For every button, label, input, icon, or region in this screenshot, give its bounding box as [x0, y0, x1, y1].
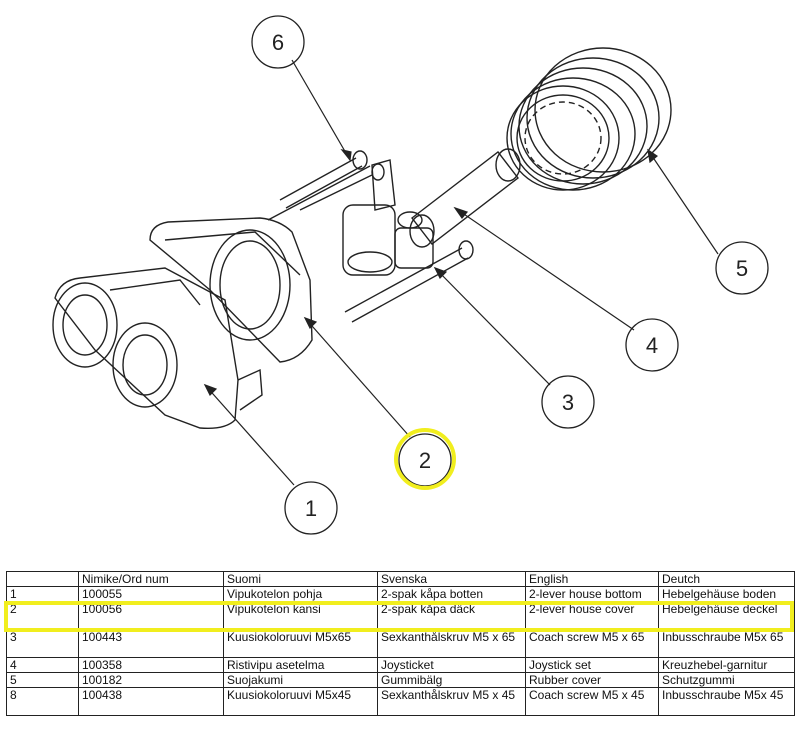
house-bottom-part: [52, 267, 263, 430]
table-row: 4 100358 Ristivipu asetelma Joysticket J…: [6, 657, 795, 673]
table-cell: Kuusiokoloruuvi M5x65: [223, 629, 378, 658]
callout-label-4: 4: [646, 333, 658, 358]
callout-label-6: 6: [272, 30, 284, 55]
table-header-row: Nimike/Ord num Suomi Svenska English Deu…: [6, 571, 795, 587]
table-cell: 4: [6, 657, 79, 673]
table-cell: Inbusschraube M5x 65: [658, 629, 795, 658]
header-suomi: Suomi: [223, 571, 378, 587]
row-2-highlight: [4, 601, 794, 632]
callout-5: [715, 241, 769, 295]
header-deutch: Deutch: [658, 571, 795, 587]
table-cell: Hebelgehäuse boden: [658, 586, 795, 602]
parts-table: Nimike/Ord num Suomi Svenska English Deu…: [6, 571, 795, 716]
table-cell: Suojakumi: [223, 672, 378, 688]
table-cell: 2-spak kåpa botten: [377, 586, 526, 602]
table-cell: Coach screw M5 x 65: [525, 629, 659, 658]
table-cell: Coach screw M5 x 45: [525, 687, 659, 716]
callout-2-highlight: [394, 428, 456, 490]
table-cell: 8: [6, 687, 79, 716]
table-cell: Joysticket: [377, 657, 526, 673]
leader-lines: [203, 59, 719, 486]
callouts: [251, 15, 769, 535]
table-cell: 5: [6, 672, 79, 688]
table-cell: Vipukotelon kansi: [223, 601, 378, 630]
table-row: 1 100055 Vipukotelon pohja 2-spak kåpa b…: [6, 586, 795, 602]
table-cell: Ristivipu asetelma: [223, 657, 378, 673]
header-pos: [6, 571, 79, 587]
screws: [267, 150, 474, 323]
table-cell: Rubber cover: [525, 672, 659, 688]
table-cell: 100182: [78, 672, 224, 688]
table-cell: Sexkanthålskruv M5 x 45: [377, 687, 526, 716]
header-ord-num: Nimike/Ord num: [78, 571, 224, 587]
table-cell: Kreuzhebel-garnitur: [658, 657, 795, 673]
table-row: 3 100443 Kuusiokoloruuvi M5x65 Sexkanthå…: [6, 629, 795, 658]
table-row: 8 100438 Kuusiokoloruuvi M5x45 Sexkanthå…: [6, 687, 795, 716]
table-row-highlighted: 2 100056 Vipukotelon kansi 2-spak kåpa d…: [6, 601, 795, 630]
table-row: 5 100182 Suojakumi Gummibälg Rubber cove…: [6, 672, 795, 688]
table-cell: Kuusiokoloruuvi M5x45: [223, 687, 378, 716]
callout-6: [251, 15, 305, 69]
rubber-cover-part: [506, 47, 672, 191]
table-cell: 100438: [78, 687, 224, 716]
callout-label-3: 3: [562, 390, 574, 415]
table-cell: 100055: [78, 586, 224, 602]
table-cell: 100443: [78, 629, 224, 658]
table-cell: Joystick set: [525, 657, 659, 673]
header-english: English: [525, 571, 659, 587]
table-cell: Schutzgummi: [658, 672, 795, 688]
house-cover-part: [149, 217, 313, 363]
table-cell: 2-spak kåpa däck: [377, 601, 526, 630]
callout-1: [284, 481, 338, 535]
callout-4: [625, 318, 679, 372]
joystick-set-part: [342, 148, 521, 276]
table-cell: 2-lever house bottom: [525, 586, 659, 602]
callout-3: [541, 375, 595, 429]
header-svenska: Svenska: [377, 571, 526, 587]
table-cell: Gummibälg: [377, 672, 526, 688]
table-cell: 1: [6, 586, 79, 602]
callout-label-5: 5: [736, 256, 748, 281]
table-cell: Vipukotelon pohja: [223, 586, 378, 602]
table-cell: Inbusschraube M5x 45: [658, 687, 795, 716]
table-cell: 3: [6, 629, 79, 658]
table-cell: 100358: [78, 657, 224, 673]
table-cell: Sexkanthålskruv M5 x 65: [377, 629, 526, 658]
callout-label-1: 1: [305, 496, 317, 521]
